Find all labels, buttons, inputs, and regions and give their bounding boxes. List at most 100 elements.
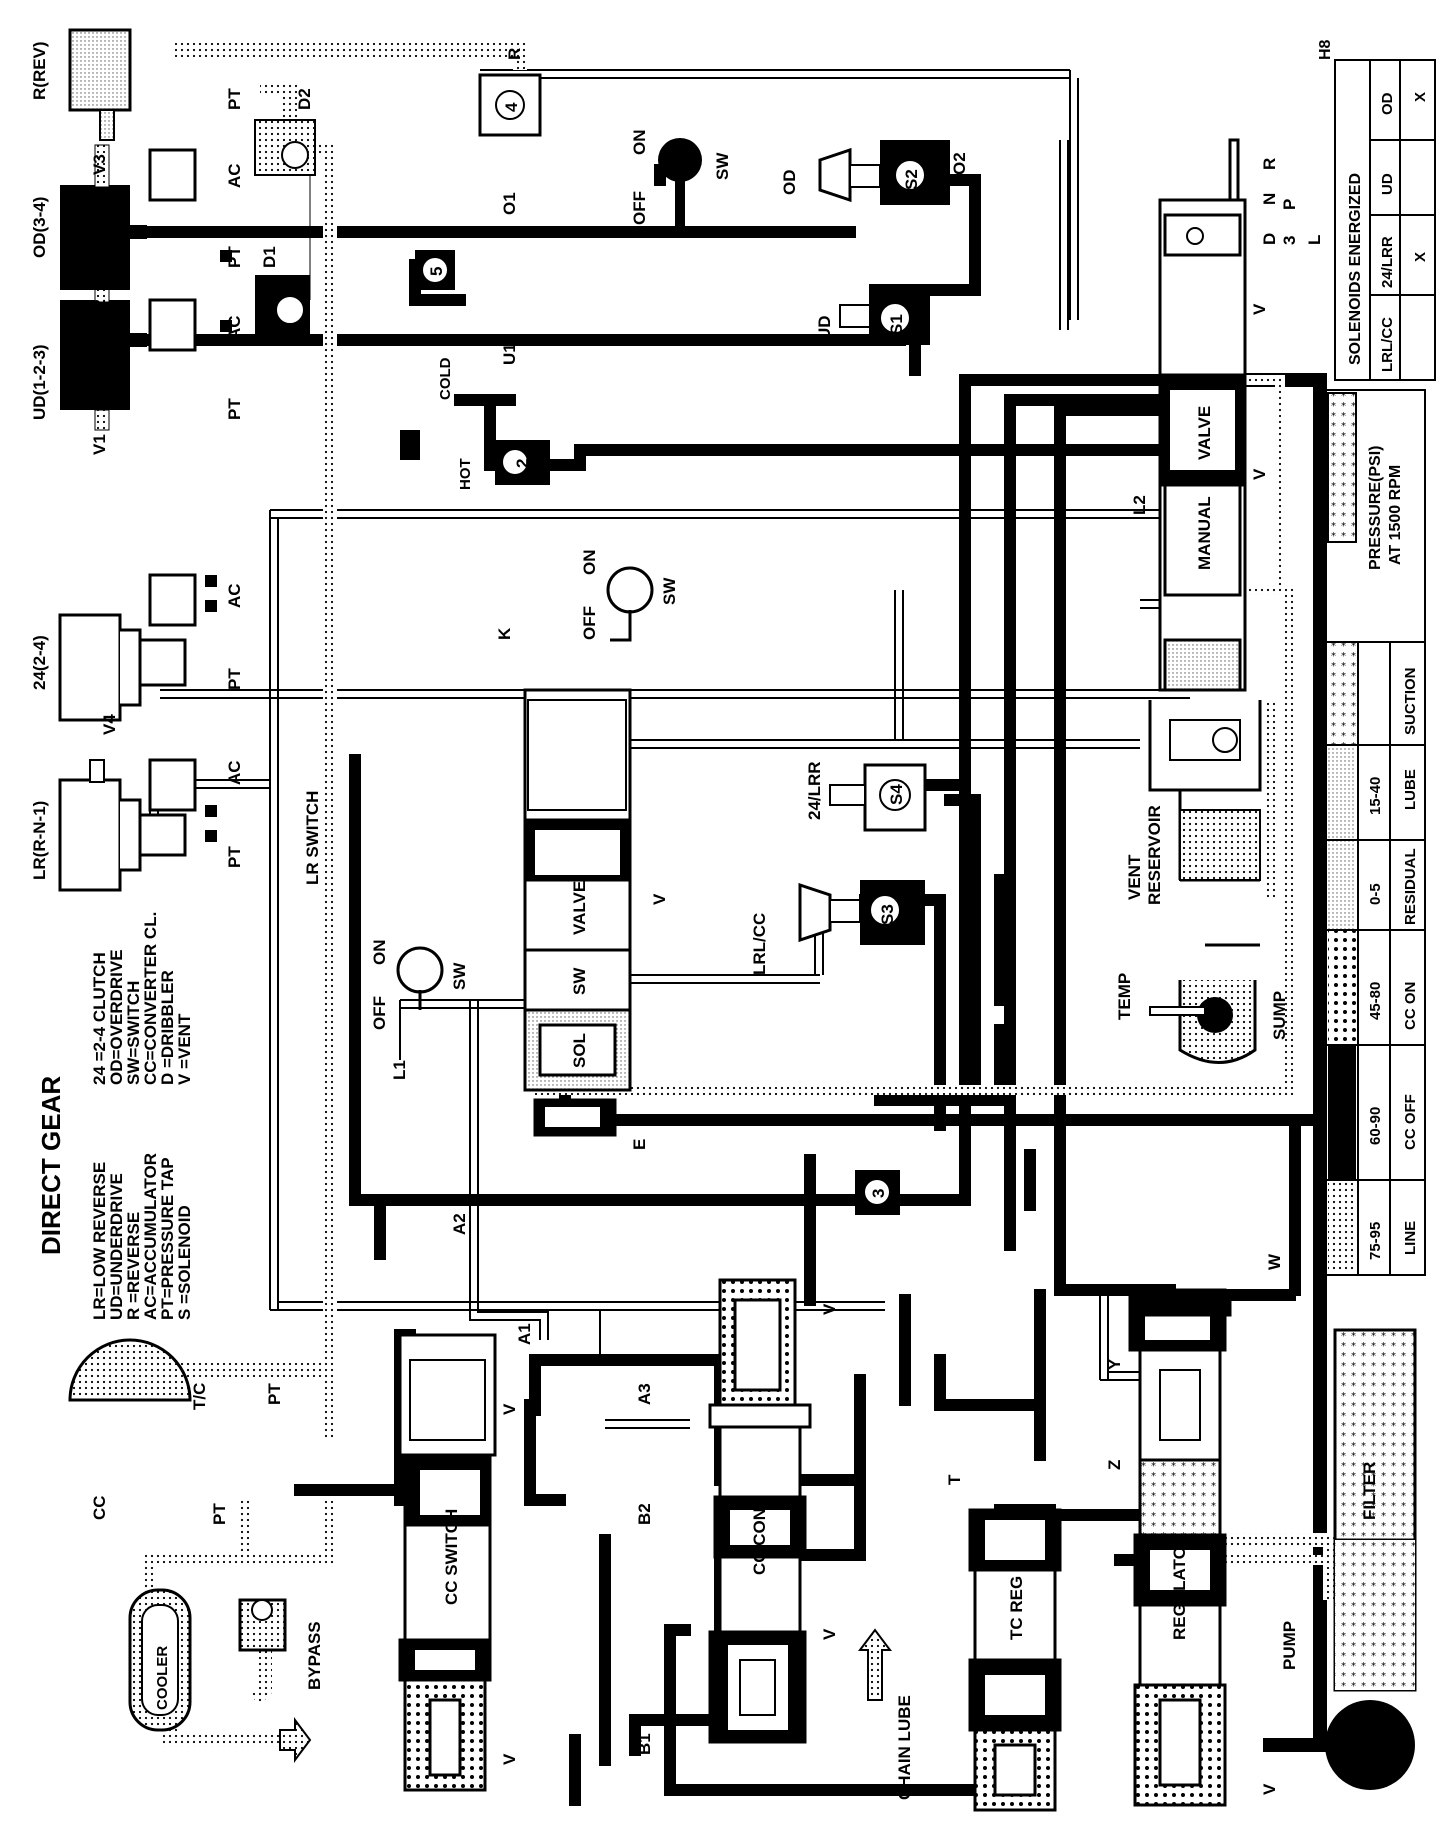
label-hot: HOT	[457, 458, 474, 490]
label-ac-4: AC	[225, 163, 244, 188]
gear-3: 3	[1280, 236, 1299, 245]
solenoid-table	[1334, 59, 1436, 381]
switch-mid	[606, 566, 654, 642]
label-lr-switch: LR SWITCH	[303, 791, 322, 885]
chain-lube-arrow	[858, 1628, 892, 1701]
solenoid-s1	[839, 290, 930, 345]
legend-right-4: D =DRIBBLER	[158, 970, 177, 1085]
legend-right-3: CC=CONVERTER CL.	[141, 912, 160, 1085]
label-y: Y	[1105, 1358, 1124, 1370]
label-vent: VENT	[1125, 854, 1144, 900]
temp-sump	[1149, 980, 1257, 1064]
label-filter: FILTER	[1360, 1462, 1379, 1520]
corner-code: H8	[1317, 39, 1334, 60]
solenoid-v3: X	[1412, 92, 1429, 102]
label-d2: D2	[295, 88, 314, 110]
legend-right-1: OD=OVERDRIVE	[107, 949, 126, 1085]
torque-converter	[68, 1338, 192, 1402]
label-sw-2: SW	[660, 577, 679, 605]
solenoid-v1: X	[1412, 252, 1429, 262]
legend-right: 24 =2-4 CLUTCH OD=OVERDRIVE SW=SWITCH CC…	[90, 912, 194, 1085]
dribbler-d1	[255, 275, 310, 335]
gear-d: D	[1260, 233, 1279, 245]
gear-l: L	[1305, 235, 1324, 245]
label-sw-1: SW	[713, 152, 732, 180]
pressure-name-2: CC ON	[1402, 982, 1419, 1030]
label-o2: O2	[950, 152, 969, 175]
label-pt-4: PT	[225, 246, 244, 268]
label-n5: 5	[427, 267, 446, 276]
pressure-range-0: 75-95	[1367, 1222, 1384, 1260]
label-regulator: REGULATOR	[1170, 1534, 1189, 1640]
label-u1: U1	[500, 343, 519, 365]
label-sump: SUMP	[1270, 991, 1289, 1040]
label-sw-valve: SW	[570, 967, 589, 995]
label-v-6: V	[820, 1628, 839, 1640]
cc-switch-valve	[398, 1333, 497, 1792]
label-v-8: V	[1260, 1783, 1279, 1795]
switch-top	[658, 138, 702, 230]
label-ac-3: AC	[225, 315, 244, 340]
label-l2: L2	[1130, 495, 1149, 515]
label-ud: UD(1-2-3)	[30, 344, 49, 420]
label-ud-sol: UD	[815, 315, 834, 340]
label-o1: O1	[500, 192, 519, 215]
label-v-4: V	[820, 1303, 839, 1315]
title: DIRECT GEAR	[36, 1076, 66, 1255]
pressure-name-5: SUCTION	[1402, 668, 1419, 736]
label-off-3: OFF	[370, 996, 389, 1030]
solenoid-s4	[829, 763, 927, 832]
label-cold: COLD	[437, 357, 454, 400]
bypass-valve	[238, 1598, 287, 1652]
tc-reg-valve	[968, 1508, 1062, 1812]
label-off-1: OFF	[630, 191, 649, 225]
solenoid-h0: LRL/CC	[1379, 317, 1396, 372]
legend-left-3: AC=ACCUMULATOR	[141, 1153, 160, 1320]
switch-low	[396, 946, 444, 1010]
label-rrev: R(REV)	[30, 41, 49, 100]
label-a1: A1	[515, 1323, 534, 1345]
label-cc-switch: CC SWITCH	[442, 1509, 461, 1605]
label-v-5: V	[500, 1403, 519, 1415]
label-on-2: ON	[580, 550, 599, 576]
legend-left: LR=LOW REVERSE UD=UNDERDRIVE R =REVERSE …	[90, 1153, 194, 1320]
legend-left-1: UD=UNDERDRIVE	[107, 1173, 126, 1320]
legend-left-4: PT=PRESSURE TAP	[158, 1157, 177, 1320]
sol-sw-valve	[523, 688, 632, 1137]
cooler	[128, 1588, 192, 1732]
label-a3: A3	[635, 1383, 654, 1405]
label-v-1: V	[650, 893, 669, 905]
label-l1: L1	[390, 1060, 409, 1080]
label-pt-2: PT	[225, 668, 244, 690]
solenoid-title: SOLENOIDS ENERGIZED	[1347, 173, 1364, 365]
label-pt-5: PT	[225, 88, 244, 110]
label-n3: 3	[869, 1189, 888, 1198]
label-od: OD(3-4)	[30, 197, 49, 258]
label-on-1: ON	[630, 130, 649, 156]
label-pt-6: PT	[210, 1503, 229, 1525]
pressure-name-3: RESIDUAL	[1402, 848, 1419, 925]
pressure-title-2: AT 1500 RPM	[1387, 465, 1404, 565]
legend-left-0: LR=LOW REVERSE	[90, 1162, 109, 1320]
label-valve: VALVE	[570, 881, 589, 935]
label-temp: TEMP	[1115, 973, 1134, 1020]
labels: DIRECT GEAR LR=LOW REVERSE UD=UNDERDRIVE…	[30, 39, 1429, 1800]
dribbler-d2	[254, 119, 316, 176]
label-ac-2: AC	[225, 583, 244, 608]
label-n4: 4	[502, 102, 521, 112]
filter	[1333, 1328, 1417, 1692]
label-v2: V2	[90, 299, 109, 320]
label-v-2: V	[1250, 468, 1269, 480]
label-on-3: ON	[370, 940, 389, 966]
pressure-title-1: PRESSURE(PSI)	[1367, 446, 1384, 570]
label-sol: SOL	[570, 1033, 589, 1068]
label-pt-3: PT	[225, 398, 244, 420]
cc-cont-valve	[708, 1278, 812, 1744]
label-s3: S3	[878, 904, 897, 925]
label-v1: V1	[90, 434, 109, 455]
label-ac-1: AC	[225, 760, 244, 785]
clutch-lr	[58, 759, 217, 892]
label-manual: MANUAL	[1195, 496, 1214, 570]
